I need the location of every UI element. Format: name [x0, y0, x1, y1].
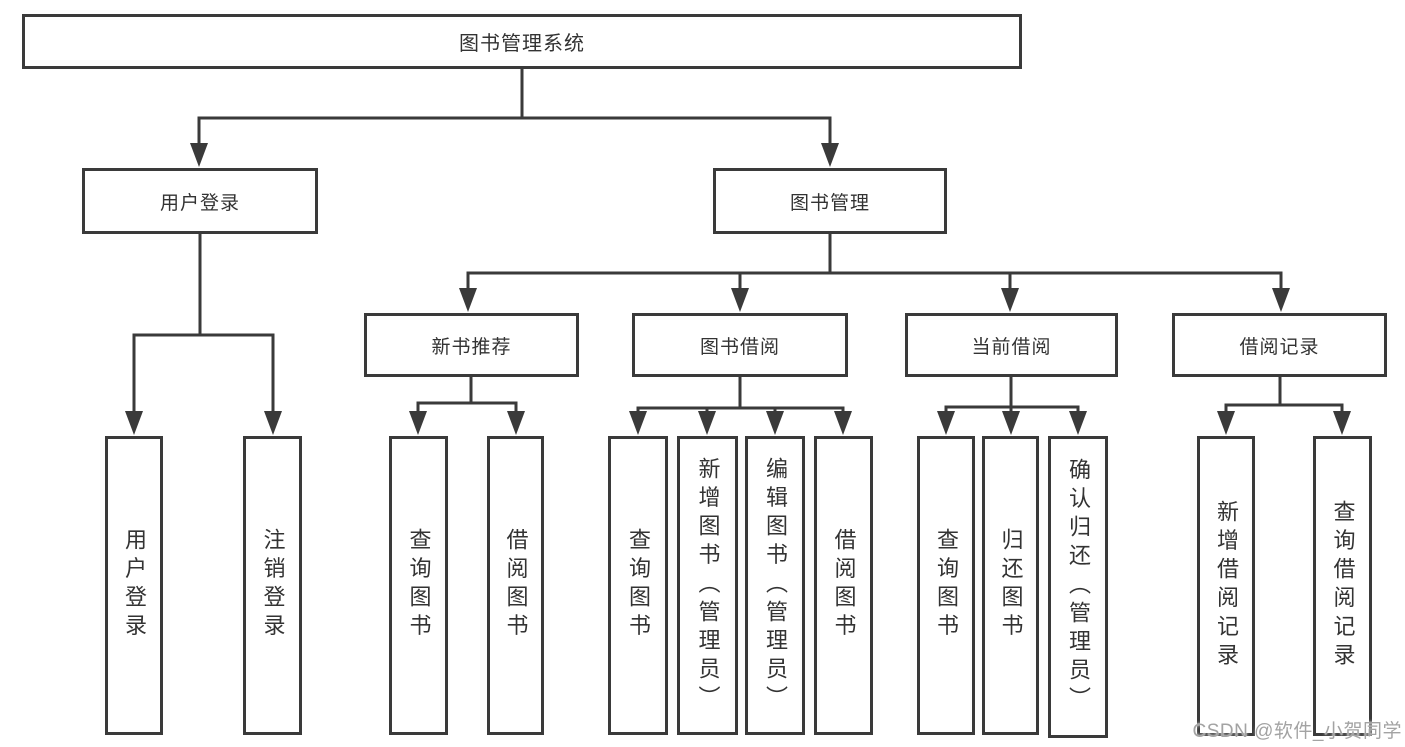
leaf-add-borrow-record: 新增借阅记录 — [1197, 436, 1255, 736]
leaf-edit-books-admin: 编辑图书（管理员） — [745, 436, 805, 735]
node-library-management-system: 图书管理系统 — [22, 14, 1022, 69]
leaf-borrowing-borrow-books: 借阅图书 — [814, 436, 873, 735]
node-borrowing-records: 借阅记录 — [1172, 313, 1387, 377]
leaf-query-borrow-record: 查询借阅记录 — [1313, 436, 1372, 736]
arrowheads — [125, 143, 1351, 435]
leaf-confirm-return-admin: 确认归还（管理员） — [1048, 436, 1108, 738]
node-book-borrowing: 图书借阅 — [632, 313, 848, 377]
leaf-recommend-query-books: 查询图书 — [389, 436, 448, 735]
node-user-login: 用户登录 — [82, 168, 318, 234]
leaf-recommend-borrow-books: 借阅图书 — [487, 436, 544, 735]
node-new-book-recommendation: 新书推荐 — [364, 313, 579, 377]
leaf-return-books: 归还图书 — [982, 436, 1039, 735]
leaf-add-books-admin: 新增图书（管理员） — [677, 436, 738, 735]
node-current-borrowing: 当前借阅 — [905, 313, 1118, 377]
leaf-current-query-books: 查询图书 — [917, 436, 975, 735]
node-book-management: 图书管理 — [713, 168, 947, 234]
leaf-borrowing-query-books: 查询图书 — [608, 436, 668, 735]
leaf-logout: 注销登录 — [243, 436, 302, 735]
leaf-user-login: 用户登录 — [105, 436, 163, 735]
csdn-watermark: CSDN @软件_小贺同学 — [1192, 721, 1402, 742]
